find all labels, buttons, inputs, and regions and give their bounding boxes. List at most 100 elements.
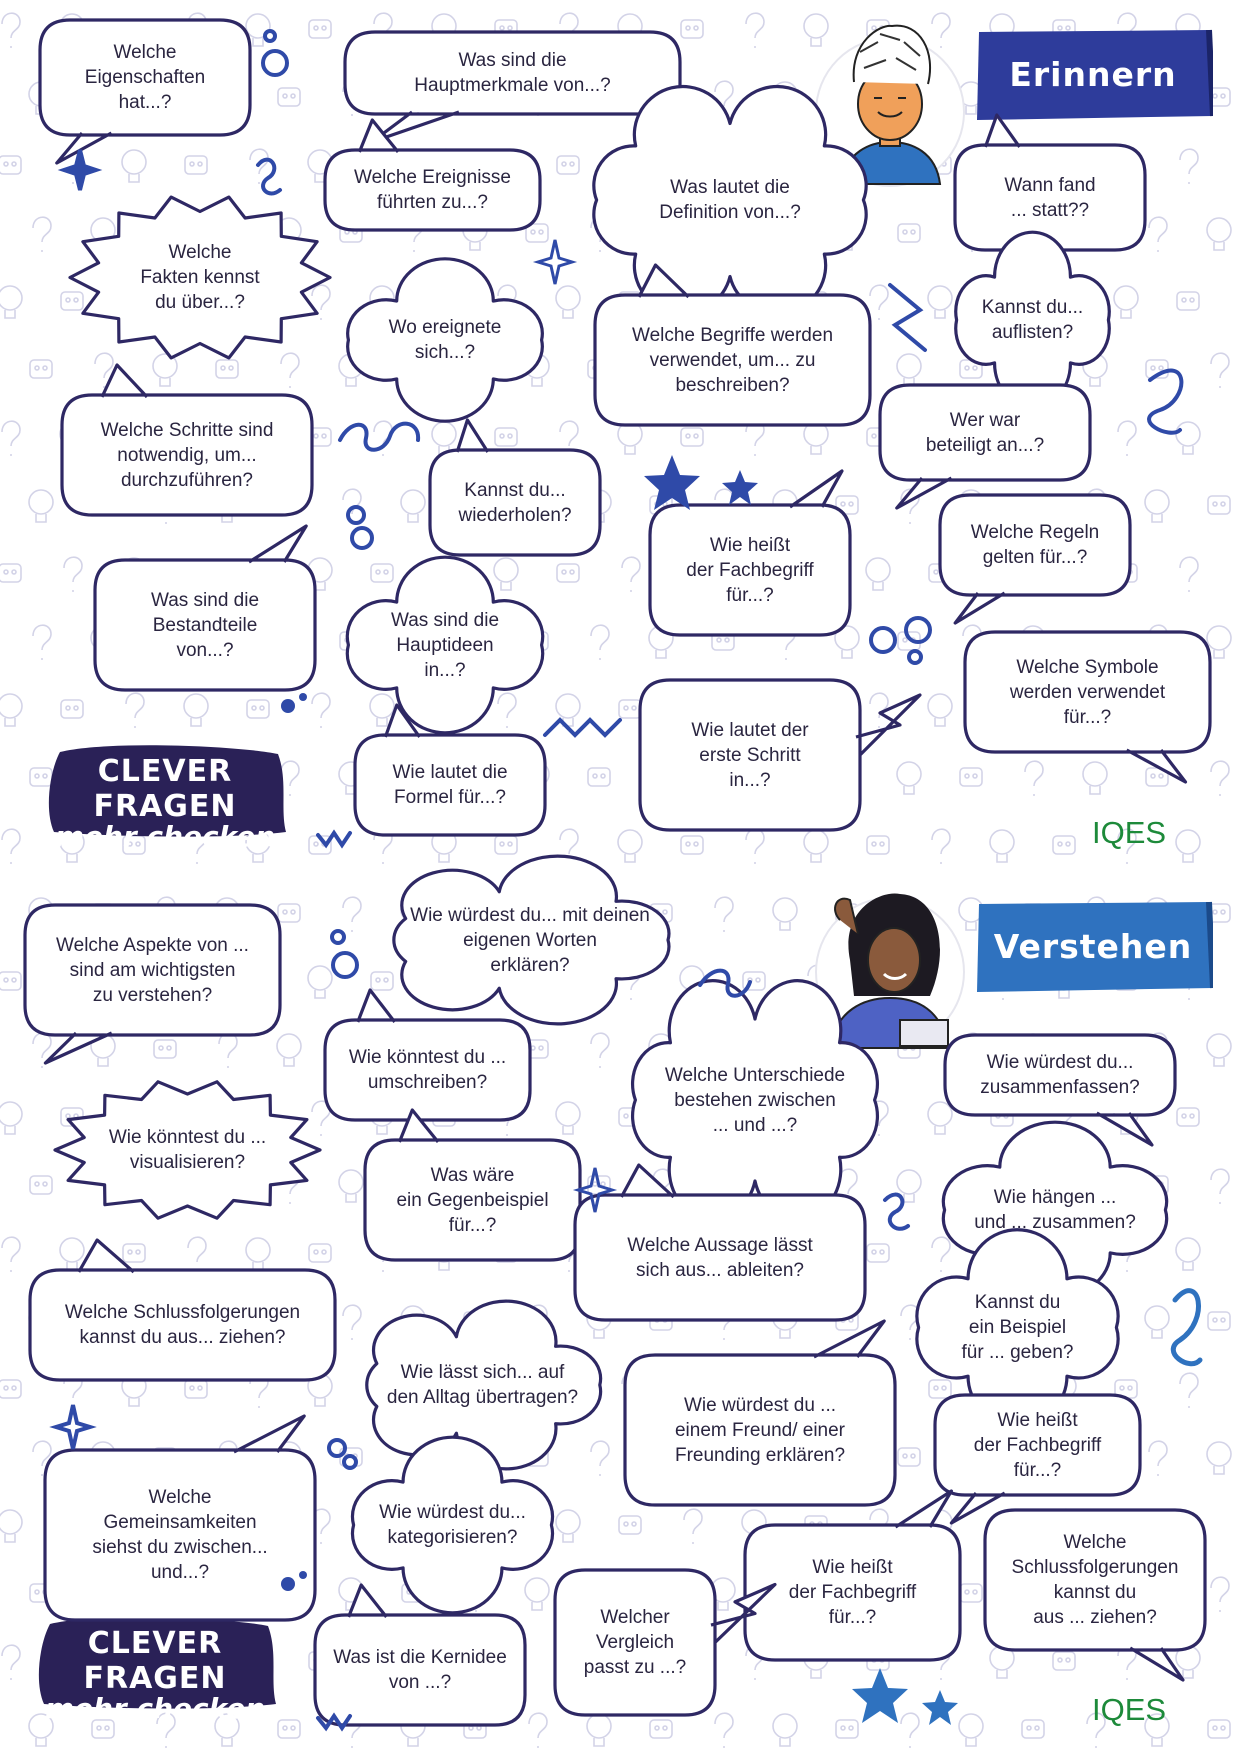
question-text: Wie heißt der Fachbegriff für...? xyxy=(973,1409,1102,1481)
speech-bubble: Wie würdest du... mit deinen eigenen Wor… xyxy=(380,854,680,1026)
speech-bubble: Wie könntest du ... umschreiben? xyxy=(323,988,532,1122)
speech-bubble-outline xyxy=(353,703,547,837)
question-text: Welche Begriffe werden verwendet, um... … xyxy=(631,324,834,396)
logo-line-2: mehr checken xyxy=(54,820,276,853)
speech-bubble-outline xyxy=(954,230,1111,410)
speech-bubble: Wie heißt der Fachbegriff für...? xyxy=(743,1489,962,1662)
speech-bubble: Welche Schlussfolgerungen kannst du aus.… xyxy=(28,1238,337,1382)
question-text: Wie heißt der Fachbegriff für...? xyxy=(788,1557,917,1628)
speech-bubble: Welche Gemeinsamkeiten siehst du zwische… xyxy=(43,1414,317,1622)
speech-bubble: Welche Begriffe werden verwendet, um... … xyxy=(593,263,872,427)
speech-bubble-outline xyxy=(68,195,332,360)
question-text: Wie würdest du ... einem Freund/ einer F… xyxy=(674,1394,846,1466)
speech-bubble: Welche Schritte sind notwendig, um... du… xyxy=(60,363,314,517)
speech-bubble: Was sind die Hauptideen in...? xyxy=(340,555,550,735)
speech-bubble-outline xyxy=(941,1120,1169,1300)
speech-bubble: Welcher Vergleich passt zu ...? xyxy=(553,1568,777,1717)
question-text: Wie würdest du... zusammenfassen? xyxy=(980,1052,1140,1098)
speech-bubble-outline xyxy=(953,113,1147,252)
speech-bubble: Wie lässt sich... auf den Alltag übertra… xyxy=(355,1299,610,1471)
question-text: Wie könntest du ... visualisieren? xyxy=(108,1127,267,1173)
speech-bubble: Welche Aussage lässt sich aus... ableite… xyxy=(573,1163,867,1322)
section-title: Verstehen xyxy=(993,926,1193,966)
speech-bubble: Welche Fakten kennst du über...? xyxy=(68,195,332,360)
speech-bubble: Welche Schlussfolgerungen kannst du aus … xyxy=(983,1508,1207,1682)
logo-line-1: CLEVER FRAGEN xyxy=(93,754,237,824)
speech-bubble-outline xyxy=(363,1108,582,1262)
speech-bubble-outline xyxy=(23,903,282,1065)
speech-bubble: Welche Aspekte von ... sind am wichtigst… xyxy=(23,903,282,1065)
speech-bubble: Wie heißt der Fachbegriff für...? xyxy=(648,469,852,637)
question-text: Wie lässt sich... auf den Alltag übertra… xyxy=(386,1362,579,1408)
question-text: Kannst du ein Beispiel für ... geben? xyxy=(961,1292,1074,1363)
logo-line-2: mehr checken xyxy=(44,1692,266,1725)
speech-bubble: Wann fand ... statt?? xyxy=(953,113,1147,252)
question-text: Was ist die Kernidee von ...? xyxy=(333,1647,507,1693)
speech-bubble-outline xyxy=(323,988,532,1122)
iqes-brand: IQES xyxy=(1092,1692,1167,1727)
speech-bubble-outline xyxy=(428,418,602,557)
speech-bubble-outline xyxy=(60,363,314,517)
avatar-verstehen-illustration xyxy=(815,893,965,1049)
speech-bubble: Wie heißt der Fachbegriff für...? xyxy=(933,1393,1142,1525)
speech-bubble-outline xyxy=(323,118,542,232)
question-text: Welche Aspekte von ... sind am wichtigst… xyxy=(56,934,249,1006)
speech-bubble: Welche Unterschiede bestehen zwischen ..… xyxy=(625,979,885,1221)
logo-line-1: CLEVER FRAGEN xyxy=(83,1626,227,1696)
speech-bubble-outline xyxy=(346,257,544,423)
section-title-banner: Erinnern xyxy=(973,28,1213,120)
speech-bubble: Wie würdest du... kategorisieren? xyxy=(345,1435,560,1615)
speech-bubble: Wie lautet die Formel für...? xyxy=(353,703,547,837)
speech-bubble-outline xyxy=(938,493,1132,625)
question-text: Was wäre ein Gegenbeispiel für...? xyxy=(396,1164,549,1236)
question-text: Wer war beteiligt an...? xyxy=(925,409,1045,456)
speech-bubble-outline xyxy=(345,555,545,735)
speech-bubble: Kannst du... wiederholen? xyxy=(428,418,602,557)
question-text: Welche Eigenschaften hat...? xyxy=(84,42,206,113)
speech-bubble: Wie lautet der erste Schritt in...? xyxy=(638,678,922,832)
clever-fragen-logo: CLEVER FRAGEN mehr checken xyxy=(30,1612,280,1725)
iqes-brand: IQES xyxy=(1092,815,1167,850)
speech-bubble-outline xyxy=(93,524,317,692)
speech-bubble: Was sind die Bestandteile von...? xyxy=(93,524,317,692)
speech-bubble-outline xyxy=(392,854,671,1026)
question-text: Welche Regeln gelten für...? xyxy=(970,522,1100,568)
question-text: Wie könntest du ... umschreiben? xyxy=(348,1047,507,1093)
section-title: Erinnern xyxy=(1009,54,1177,94)
question-text: Wie würdest du... kategorisieren? xyxy=(379,1502,526,1548)
speech-bubble-outline xyxy=(983,1508,1207,1682)
question-text: Wo ereignete sich...? xyxy=(388,317,502,363)
speech-bubble: Wie würdest du... zusammenfassen? xyxy=(943,1033,1177,1147)
question-text: Was sind die Hauptideen in...? xyxy=(390,609,500,681)
speech-bubble-outline xyxy=(38,18,252,165)
question-text: Wann fand ... statt?? xyxy=(1004,174,1096,221)
speech-bubble-outline xyxy=(933,1393,1142,1525)
speech-bubble-outline xyxy=(350,1435,555,1615)
question-text: Welche Aussage lässt sich aus... ableite… xyxy=(627,1234,813,1281)
question-text: Welche Ereignisse führten zu...? xyxy=(353,167,511,213)
question-text: Welcher Vergleich passt zu ...? xyxy=(583,1607,687,1678)
question-text: Welche Schritte sind notwendig, um... du… xyxy=(100,419,274,491)
question-text: Kannst du... wiederholen? xyxy=(458,479,572,526)
question-text: Wie lautet der erste Schritt in...? xyxy=(691,719,809,791)
question-text: Kannst du... auflisten? xyxy=(981,297,1084,343)
question-text: Wie hängen ... und ... zusammen? xyxy=(974,1187,1136,1233)
speech-bubble: Welche Regeln gelten für...? xyxy=(938,493,1132,625)
speech-bubble: Was wäre ein Gegenbeispiel für...? xyxy=(363,1108,582,1262)
question-text: Wie würdest du... mit deinen eigenen Wor… xyxy=(410,904,650,976)
question-text: Wie lautet die Formel für...? xyxy=(392,762,508,808)
question-text: Was sind die Bestandteile von...? xyxy=(150,589,260,661)
speech-bubble: Wer war beteiligt an...? xyxy=(878,383,1092,510)
speech-bubble: Welche Symbole werden verwendet für...? xyxy=(963,630,1212,784)
question-text: Welche Gemeinsamkeiten siehst du zwische… xyxy=(92,1487,268,1583)
speech-bubble-outline xyxy=(878,383,1092,510)
question-text: Welche Unterschiede bestehen zwischen ..… xyxy=(664,1064,846,1136)
question-text: Welche Symbole werden verwendet für...? xyxy=(1009,656,1166,728)
speech-bubble-outline xyxy=(365,1299,603,1471)
question-text: Welche Schlussfolgerungen kannst du aus … xyxy=(1011,1532,1179,1628)
speech-bubble-outline xyxy=(648,469,852,637)
speech-bubble-outline xyxy=(313,1583,527,1727)
question-text: Welche Fakten kennst du über...? xyxy=(140,242,260,313)
speech-bubble-outline xyxy=(915,1228,1120,1427)
